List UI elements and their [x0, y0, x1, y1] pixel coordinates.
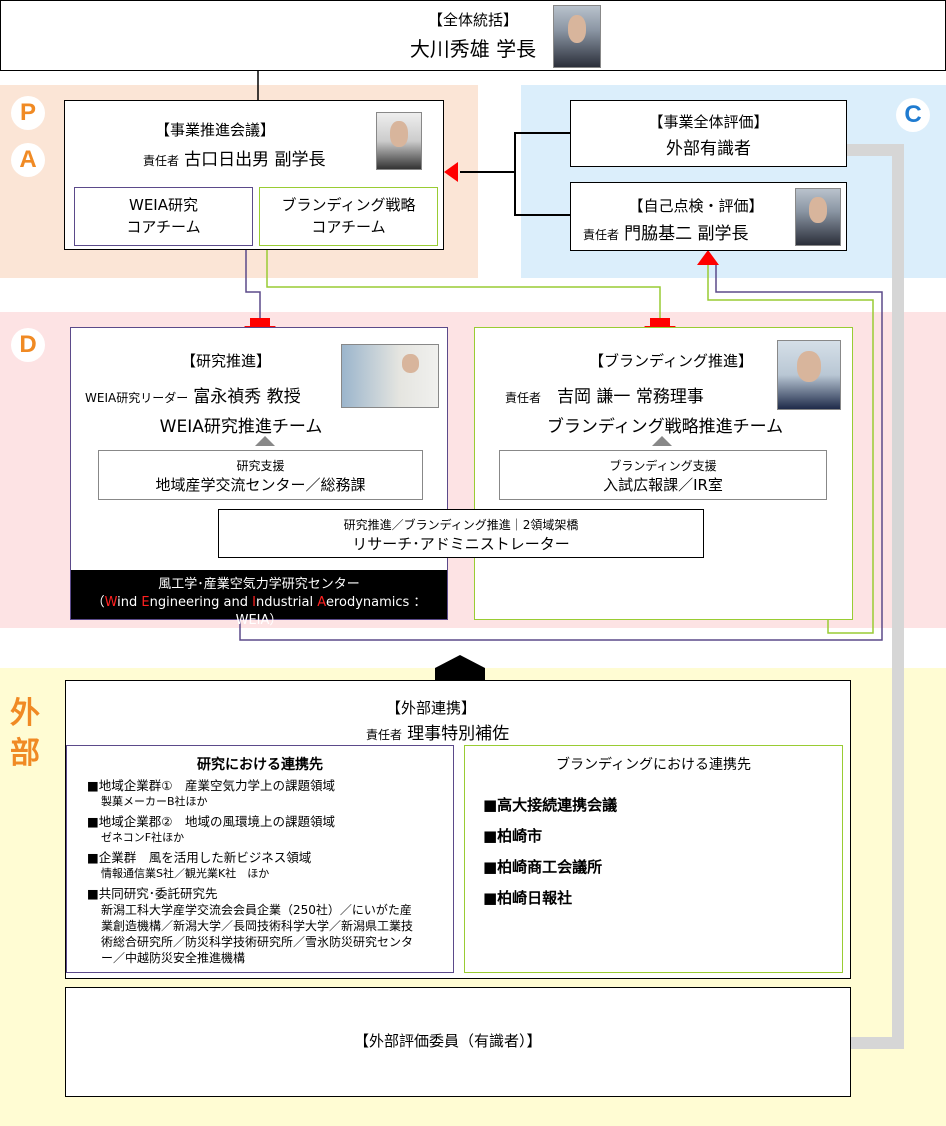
external-collab-box: 【外部連携】 責任者 理事特別補佐 研究における連携先 ■地域企業群① 産業空気…	[65, 680, 851, 979]
research-partner-head: ■地域企業群① 産業空気力学上の課題領域	[87, 778, 336, 793]
initial-letter: A	[317, 595, 326, 610]
bridge-name: リサーチ･アドミニストレーター	[352, 535, 570, 553]
gray-arrow-up-icon	[652, 436, 672, 446]
paren: （	[91, 595, 105, 610]
bridge-role: 研究推進／ブランディング推進｜2領域架橋	[343, 518, 579, 532]
weia-center-name: 風工学･産業空気力学研究センター	[158, 577, 360, 592]
research-title: 【研究推進】	[181, 352, 272, 370]
research-partner-detail: 新潟工科大学産学交流会会員企業（250社）／にいがた産業創造機構／新潟大学／長岡…	[101, 903, 414, 965]
research-partner-head: ■地域企業郡② 地域の風環境上の課題領域	[87, 814, 336, 829]
research-partner-detail: ゼネコンF社ほか	[101, 831, 185, 844]
self-eval-box: 【自己点検・評価】 責任者 門脇基二 副学長	[570, 182, 847, 251]
research-support-title: 研究支援	[236, 459, 285, 473]
research-partners-title: 研究における連携先	[197, 757, 323, 773]
research-partners-list: ■地域企業群① 産業空気力学上の課題領域製菓メーカーB社ほか ■地域企業郡② 地域…	[87, 778, 417, 970]
label-d: D	[11, 328, 45, 362]
label-a: A	[11, 143, 45, 177]
meeting-name: 古口日出男 副学長	[184, 150, 326, 170]
external-eval-title: 【外部評価委員（有識者）】	[354, 1032, 542, 1050]
president-box: 【全体統括】 大川秀雄 学長	[0, 0, 946, 71]
branding-partners-title: ブランディングにおける連携先	[555, 757, 752, 773]
weia-center-english: （Wind Engineering and Industrial Aerodyn…	[71, 594, 447, 630]
black-arrow-up	[435, 655, 485, 680]
self-eval-role: 責任者	[583, 228, 620, 242]
branding-role: 責任者	[505, 391, 542, 405]
branding-box: 【ブランディング推進】 責任者 吉岡 謙一 常務理事 ブランディング戦略推進チー…	[474, 327, 853, 620]
english-text: ndustrial	[255, 595, 318, 610]
meeting-role: 責任者	[143, 154, 180, 168]
branding-team: ブランディング戦略推進チーム	[546, 417, 784, 437]
branding-partners-list: ■高大接続連携会議 ■柏崎市 ■柏崎商工会議所 ■柏崎日報社	[483, 790, 617, 914]
branding-leader-photo	[777, 340, 841, 410]
president-photo	[553, 5, 601, 68]
gray-arrow-up-icon	[255, 436, 275, 446]
research-box: 【研究推進】 WEIA研究リーダー 富永禎秀 教授 WEIA研究推進チーム 研究…	[70, 327, 448, 628]
research-support: 地域産学交流センター／総務課	[155, 476, 366, 494]
weia-center-banner: 風工学･産業空気力学研究センター （Wind Engineering and I…	[71, 570, 447, 628]
branding-partner: ■柏崎日報社	[483, 889, 573, 907]
branding-support-title: ブランディング支援	[609, 459, 717, 473]
initial-letter: W	[104, 595, 118, 610]
external-name: 理事特別補佐	[407, 724, 510, 744]
vice-president-photo	[376, 112, 422, 170]
branding-leader-name: 吉岡 謙一 常務理事	[557, 387, 704, 407]
purple-feedback-line	[239, 265, 883, 641]
self-eval-name: 門脇基二 副学長	[624, 224, 749, 244]
external-title: 【外部連携】	[386, 699, 477, 717]
green-line-down	[266, 250, 661, 318]
branding-partner: ■高大接続連携会議	[483, 796, 618, 814]
green-feedback-line	[707, 265, 874, 634]
self-eval-title: 【自己点検・評価】	[628, 197, 764, 215]
president-name: 大川秀雄 学長	[409, 37, 537, 61]
branding-partner: ■柏崎商工会議所	[483, 858, 603, 876]
external-role: 責任者	[366, 728, 403, 742]
business-meeting-box: 【事業推進会議】 責任者 古口日出男 副学長 WEIA研究コアチーム ブランディ…	[64, 100, 444, 250]
branding-title: 【ブランディング推進】	[589, 352, 753, 370]
label-bu: 部	[10, 736, 40, 771]
overall-eval-name: 外部有識者	[666, 139, 751, 159]
self-eval-photo	[795, 188, 841, 246]
meeting-title: 【事業推進会議】	[154, 121, 275, 139]
research-role: WEIA研究リーダー	[85, 391, 189, 405]
label-p: P	[11, 96, 45, 130]
label-gai: 外	[10, 696, 40, 731]
red-arrow-up	[697, 250, 719, 265]
initial-letter: E	[141, 595, 150, 610]
english-text: ngineering and	[149, 595, 253, 610]
label-c: C	[896, 98, 930, 132]
branding-core-team: ブランディング戦略コアチーム	[259, 187, 438, 246]
research-partners-box: 研究における連携先 ■地域企業群① 産業空気力学上の課題領域製菓メーカーB社ほか…	[66, 745, 454, 973]
english-text: erodynamics ： WEIA）	[235, 595, 427, 628]
research-partner-head: ■共同研究･委託研究先	[87, 886, 218, 901]
weia-core-team: WEIA研究コアチーム	[74, 187, 253, 246]
research-leader-name: 富永禎秀 教授	[193, 387, 301, 407]
gray-eval-line	[835, 144, 904, 1049]
research-partner-detail: 情報通信業S社／観光業K社 ほか	[101, 867, 270, 880]
branding-support-box: ブランディング支援 入試広報課／IR室	[499, 450, 827, 500]
branding-support: 入試広報課／IR室	[603, 476, 723, 494]
president-title: 【全体統括】	[427, 11, 518, 29]
english-text: ind	[117, 595, 142, 610]
research-team: WEIA研究推進チーム	[159, 417, 323, 437]
research-partner-head: ■企業群 風を活用した新ビジネス領域	[87, 850, 312, 865]
research-leader-photo	[341, 344, 439, 408]
red-arrow-left	[444, 162, 458, 182]
branding-partner: ■柏崎市	[483, 827, 543, 845]
eval-branch	[514, 132, 570, 216]
research-support-box: 研究支援 地域産学交流センター／総務課	[98, 450, 423, 500]
overall-eval-title: 【事業全体評価】	[648, 113, 769, 131]
initial-letter: I	[252, 595, 256, 610]
overall-eval-box: 【事業全体評価】 外部有識者	[570, 100, 847, 167]
external-eval-box: 【外部評価委員（有識者）】	[65, 987, 851, 1097]
research-partner-detail: 製菓メーカーB社ほか	[101, 795, 208, 808]
branding-partners-box: ブランディングにおける連携先 ■高大接続連携会議 ■柏崎市 ■柏崎商工会議所 ■…	[464, 745, 843, 973]
purple-line-down	[245, 250, 261, 318]
research-admin-box: 研究推進／ブランディング推進｜2領域架橋 リサーチ･アドミニストレーター	[218, 509, 704, 558]
